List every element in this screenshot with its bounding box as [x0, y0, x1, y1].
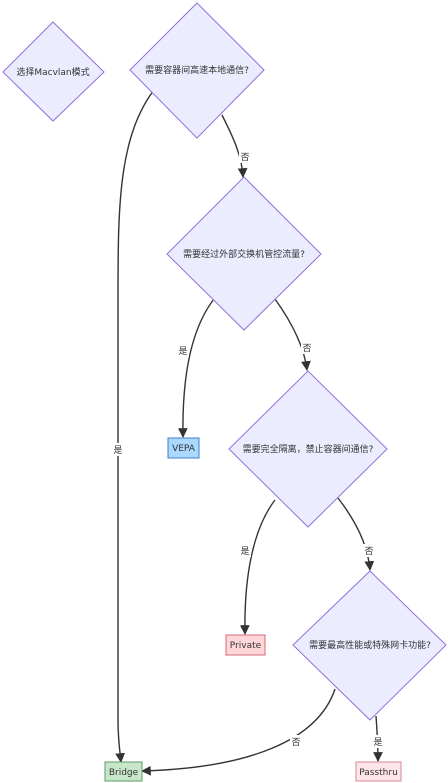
edge-q3-to-q4 — [337, 497, 375, 571]
node-bridge-label: Bridge — [109, 768, 139, 778]
edge-label-q4-yes: 是 — [373, 737, 382, 748]
node-q4-label: 需要最高性能或特殊网卡功能? — [309, 639, 431, 651]
node-vepa-label: VEPA — [172, 444, 196, 454]
node-vepa: VEPA — [167, 437, 200, 459]
node-q1-label: 需要容器间高速本地通信? — [145, 64, 249, 76]
node-q4: 需要最高性能或特殊网卡功能? — [292, 570, 447, 721]
edges — [115, 76, 383, 776]
edge-q2-to-vepa — [177, 298, 215, 438]
node-q2: 需要经过外部交换机管控流量? — [166, 176, 322, 331]
node-private: Private — [225, 634, 266, 656]
edge-labels: 否 是 是 否 是 否 否 是 — [112, 150, 384, 748]
edge-q3-to-private — [239, 499, 276, 635]
edge-label-q2-no: 否 — [302, 343, 311, 354]
node-q3-label: 需要完全隔离，禁止容器间通信? — [243, 443, 374, 455]
edge-label-q1-yes: 是 — [113, 445, 122, 456]
edge-label-q3-yes: 是 — [240, 546, 249, 557]
node-q3: 需要完全隔离，禁止容器间通信? — [228, 370, 388, 528]
edge-q1-to-bridge — [115, 76, 166, 763]
node-private-label: Private — [230, 641, 262, 651]
edge-q2-to-q3 — [274, 298, 311, 371]
edge-q4-to-bridge — [141, 688, 336, 776]
node-q2-label: 需要经过外部交换机管控流量? — [183, 248, 305, 260]
node-q1: 需要容器间高速本地通信? — [129, 2, 265, 139]
edge-label-q3-no: 否 — [364, 546, 373, 557]
edge-label-q2-yes: 是 — [178, 346, 187, 357]
node-passthru: Passthru — [355, 761, 402, 782]
edge-q1-to-q2 — [221, 114, 248, 178]
node-bridge: Bridge — [104, 761, 143, 782]
node-passthru-label: Passthru — [359, 768, 398, 778]
node-start-label: 选择Macvlan模式 — [16, 66, 89, 78]
node-start: 选择Macvlan模式 — [2, 21, 105, 122]
edge-label-q1-no: 否 — [240, 152, 249, 163]
edge-label-q4-no: 否 — [291, 737, 300, 748]
